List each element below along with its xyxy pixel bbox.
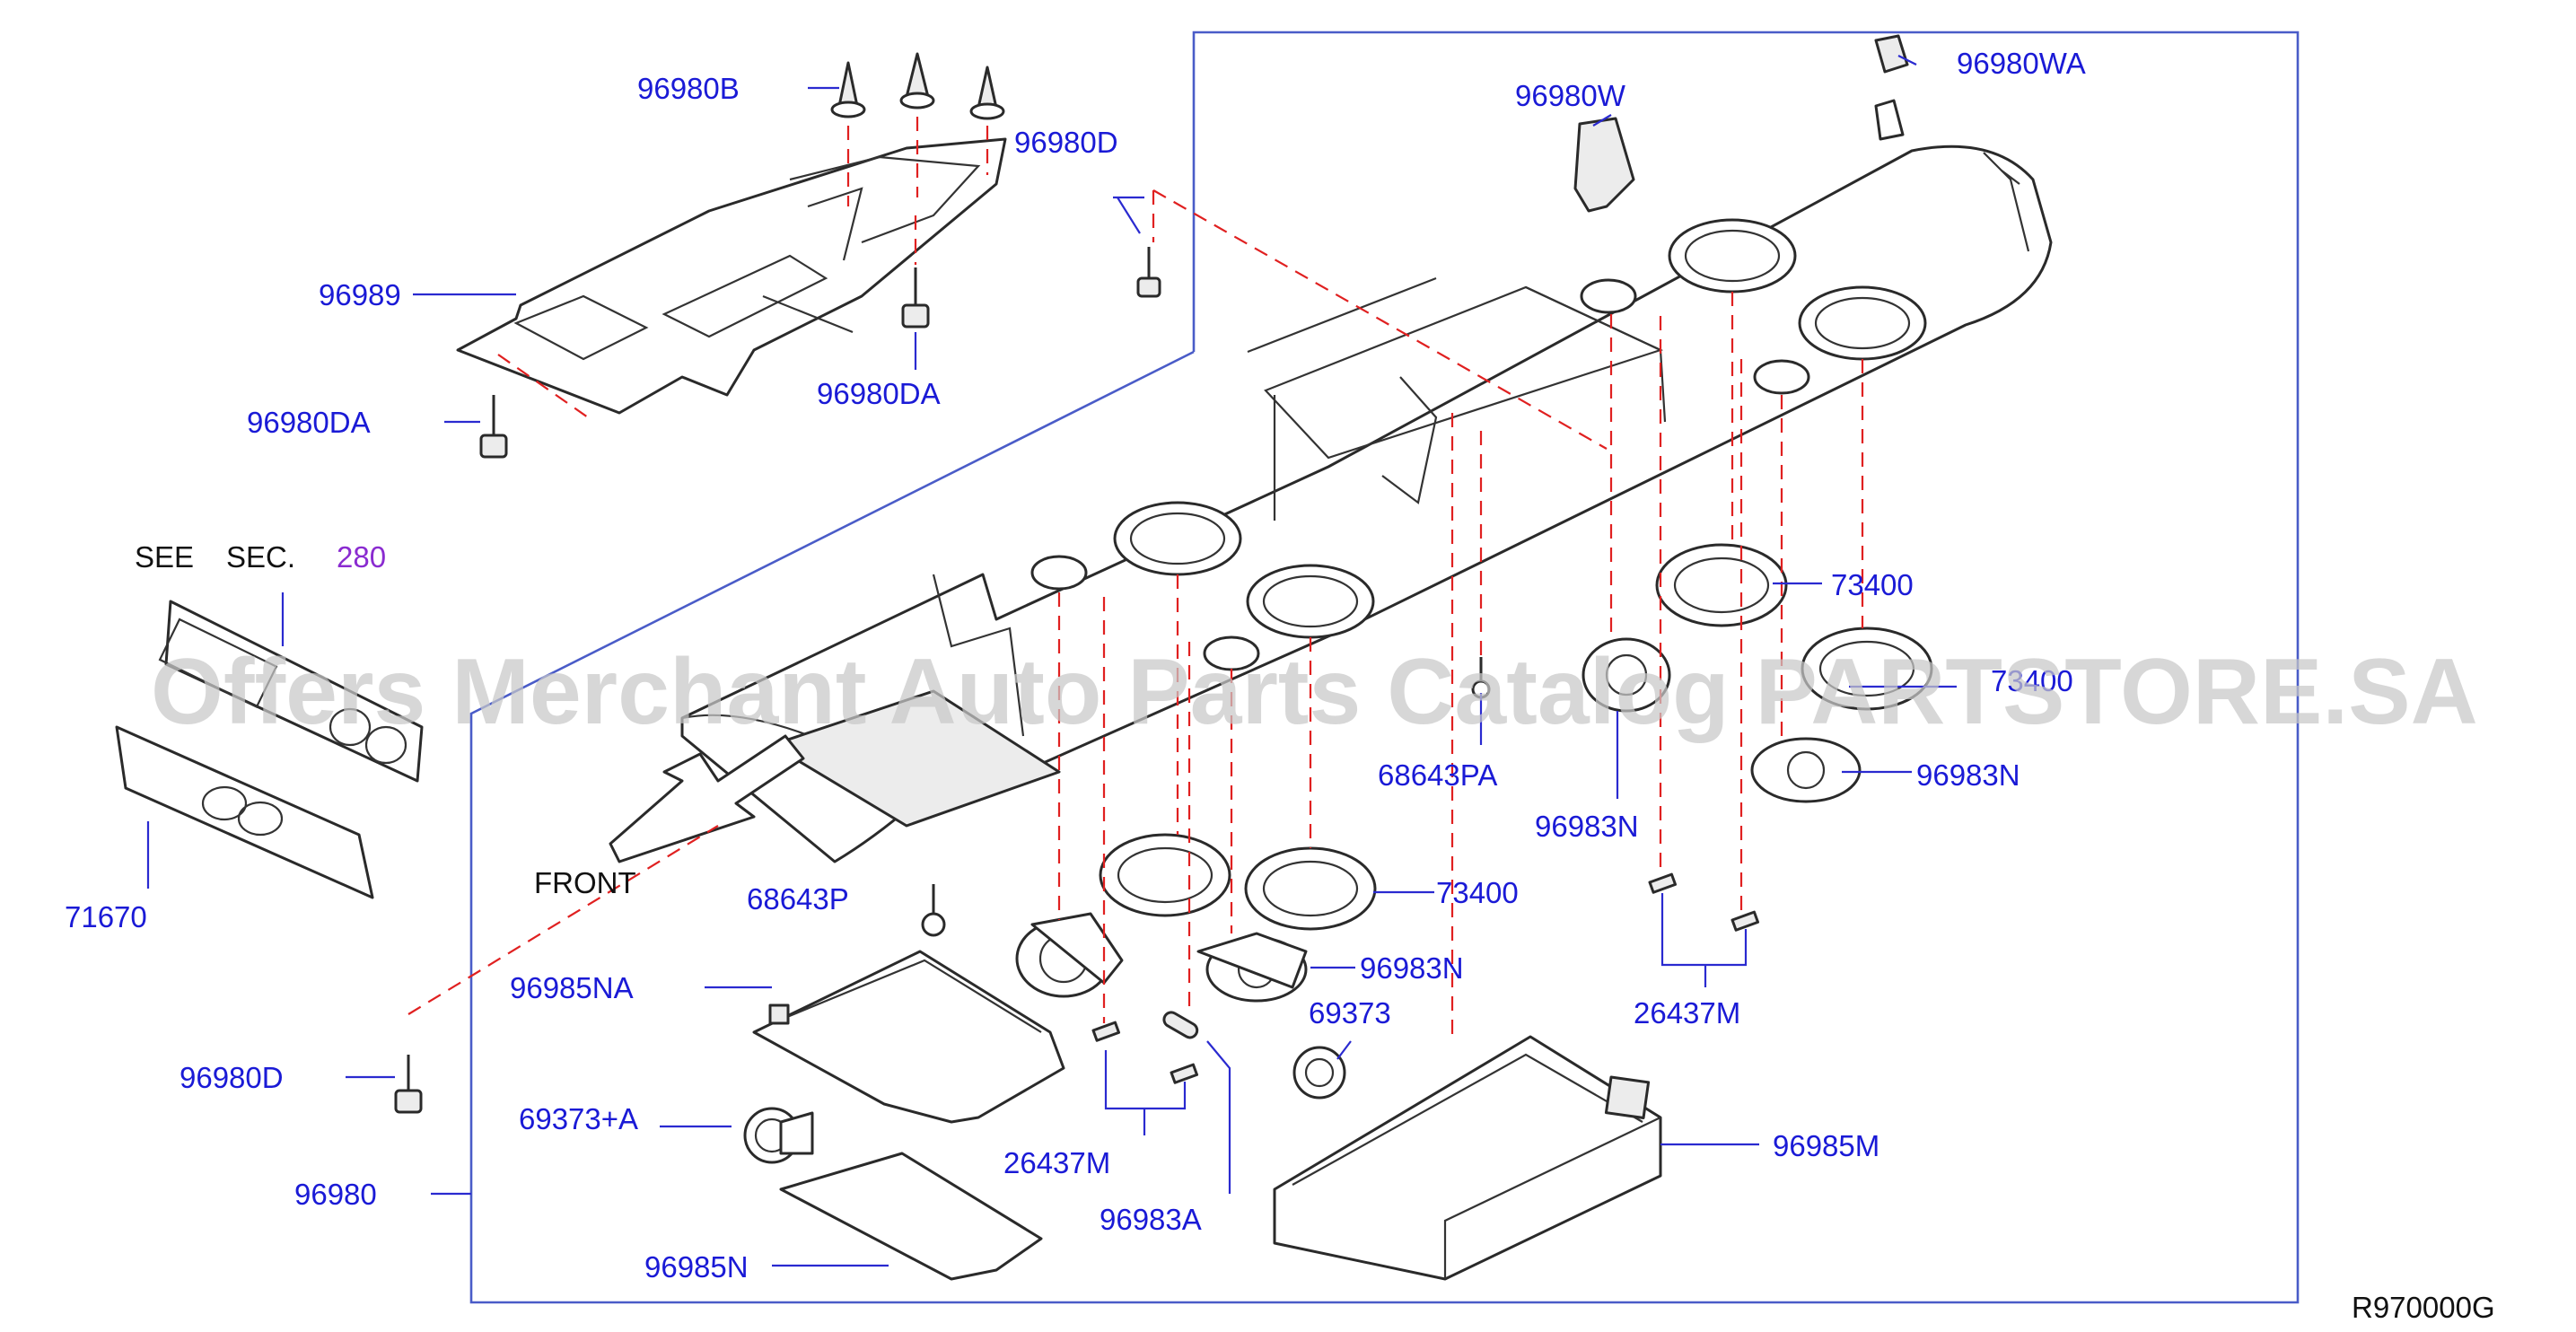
bezel-73400-upper bbox=[1655, 543, 1788, 627]
lamp-unit-96983N-mid bbox=[1196, 932, 1308, 1003]
screw-96980D-left bbox=[394, 1055, 423, 1114]
label-96980WA[interactable]: 96980WA bbox=[1957, 47, 2086, 80]
label-see: SEE bbox=[135, 540, 194, 574]
bezel-73400-mid bbox=[1244, 846, 1377, 931]
clip-96980WA bbox=[1874, 34, 1909, 141]
label-73400-lower[interactable]: 73400 bbox=[1991, 664, 2073, 697]
socket-69373A bbox=[743, 1107, 814, 1164]
label-96980D-top[interactable]: 96980D bbox=[1014, 126, 1118, 159]
bezel-73400-lower bbox=[1801, 627, 1933, 711]
label-96980B[interactable]: 96980B bbox=[637, 72, 740, 105]
assembly-frame bbox=[469, 31, 2300, 1304]
bulb-68643P bbox=[921, 884, 946, 937]
part-labels: 96980B 96980D 96980W 96980WA 96989 96980… bbox=[65, 47, 2495, 1324]
diagram-reference: R970000G bbox=[2352, 1291, 2495, 1324]
label-96980D-left[interactable]: 96980D bbox=[180, 1061, 284, 1094]
bracket-96989 bbox=[456, 137, 1007, 415]
label-96980W[interactable]: 96980W bbox=[1515, 79, 1626, 112]
label-96985M[interactable]: 96985M bbox=[1773, 1129, 1879, 1162]
bulb-96983A bbox=[1162, 1011, 1199, 1039]
label-96983N-right[interactable]: 96983N bbox=[1916, 758, 2020, 792]
clip-26437M-group bbox=[1091, 872, 1760, 1084]
label-26437M-bottom[interactable]: 26437M bbox=[1003, 1146, 1110, 1179]
screw-96980D-top bbox=[1136, 247, 1161, 298]
lamp-unit-left bbox=[1015, 912, 1124, 998]
screw-96980DA-right bbox=[901, 267, 930, 329]
lamp-housing-96985M bbox=[1273, 1035, 1662, 1281]
label-96980DA-left[interactable]: 96980DA bbox=[247, 406, 371, 439]
label-sec: SEC. bbox=[226, 540, 295, 574]
roof-console-body bbox=[680, 145, 2053, 863]
clip-96980W bbox=[1573, 117, 1635, 213]
label-96980DA-right[interactable]: 96980DA bbox=[817, 377, 941, 410]
lamp-housing-96985NA bbox=[752, 950, 1065, 1124]
label-68643PA[interactable]: 68643PA bbox=[1378, 758, 1497, 792]
label-96983A[interactable]: 96983A bbox=[1100, 1203, 1202, 1236]
label-68643P[interactable]: 68643P bbox=[747, 882, 849, 916]
label-96985N[interactable]: 96985N bbox=[644, 1250, 749, 1284]
lens-96985N bbox=[779, 1152, 1043, 1281]
label-96985NA[interactable]: 96985NA bbox=[510, 971, 634, 1004]
label-26437M-right[interactable]: 26437M bbox=[1634, 996, 1740, 1030]
lamp-lens-71670 bbox=[115, 725, 374, 899]
bezel-73400-left bbox=[1099, 833, 1231, 917]
socket-69373 bbox=[1292, 1046, 1346, 1100]
label-71670[interactable]: 71670 bbox=[65, 900, 147, 933]
clip-96980B-group bbox=[830, 52, 1005, 120]
leader-lines bbox=[146, 55, 1957, 1267]
label-73400-upper[interactable]: 73400 bbox=[1831, 568, 1914, 601]
assembly-guides bbox=[407, 117, 1864, 1041]
body-openings bbox=[1030, 218, 1927, 671]
label-96983N-center[interactable]: 96983N bbox=[1535, 810, 1639, 843]
lamp-unit-96983N-center bbox=[1582, 637, 1671, 713]
label-front: FRONT bbox=[534, 866, 636, 899]
lamp-unit-96983N-right bbox=[1750, 737, 1862, 803]
label-96989[interactable]: 96989 bbox=[319, 278, 401, 311]
label-sec-number[interactable]: 280 bbox=[337, 540, 386, 574]
label-69373A[interactable]: 69373+A bbox=[519, 1102, 638, 1135]
label-96980[interactable]: 96980 bbox=[294, 1178, 377, 1211]
label-96983N-mid[interactable]: 96983N bbox=[1360, 951, 1464, 985]
label-73400-mid[interactable]: 73400 bbox=[1436, 876, 1519, 909]
watermark: Offers Merchant Auto Parts Catalog PARTS… bbox=[151, 640, 2478, 744]
switch-bezel-280 bbox=[158, 600, 424, 783]
screw-96980DA-left bbox=[479, 395, 508, 459]
label-69373[interactable]: 69373 bbox=[1309, 996, 1391, 1030]
